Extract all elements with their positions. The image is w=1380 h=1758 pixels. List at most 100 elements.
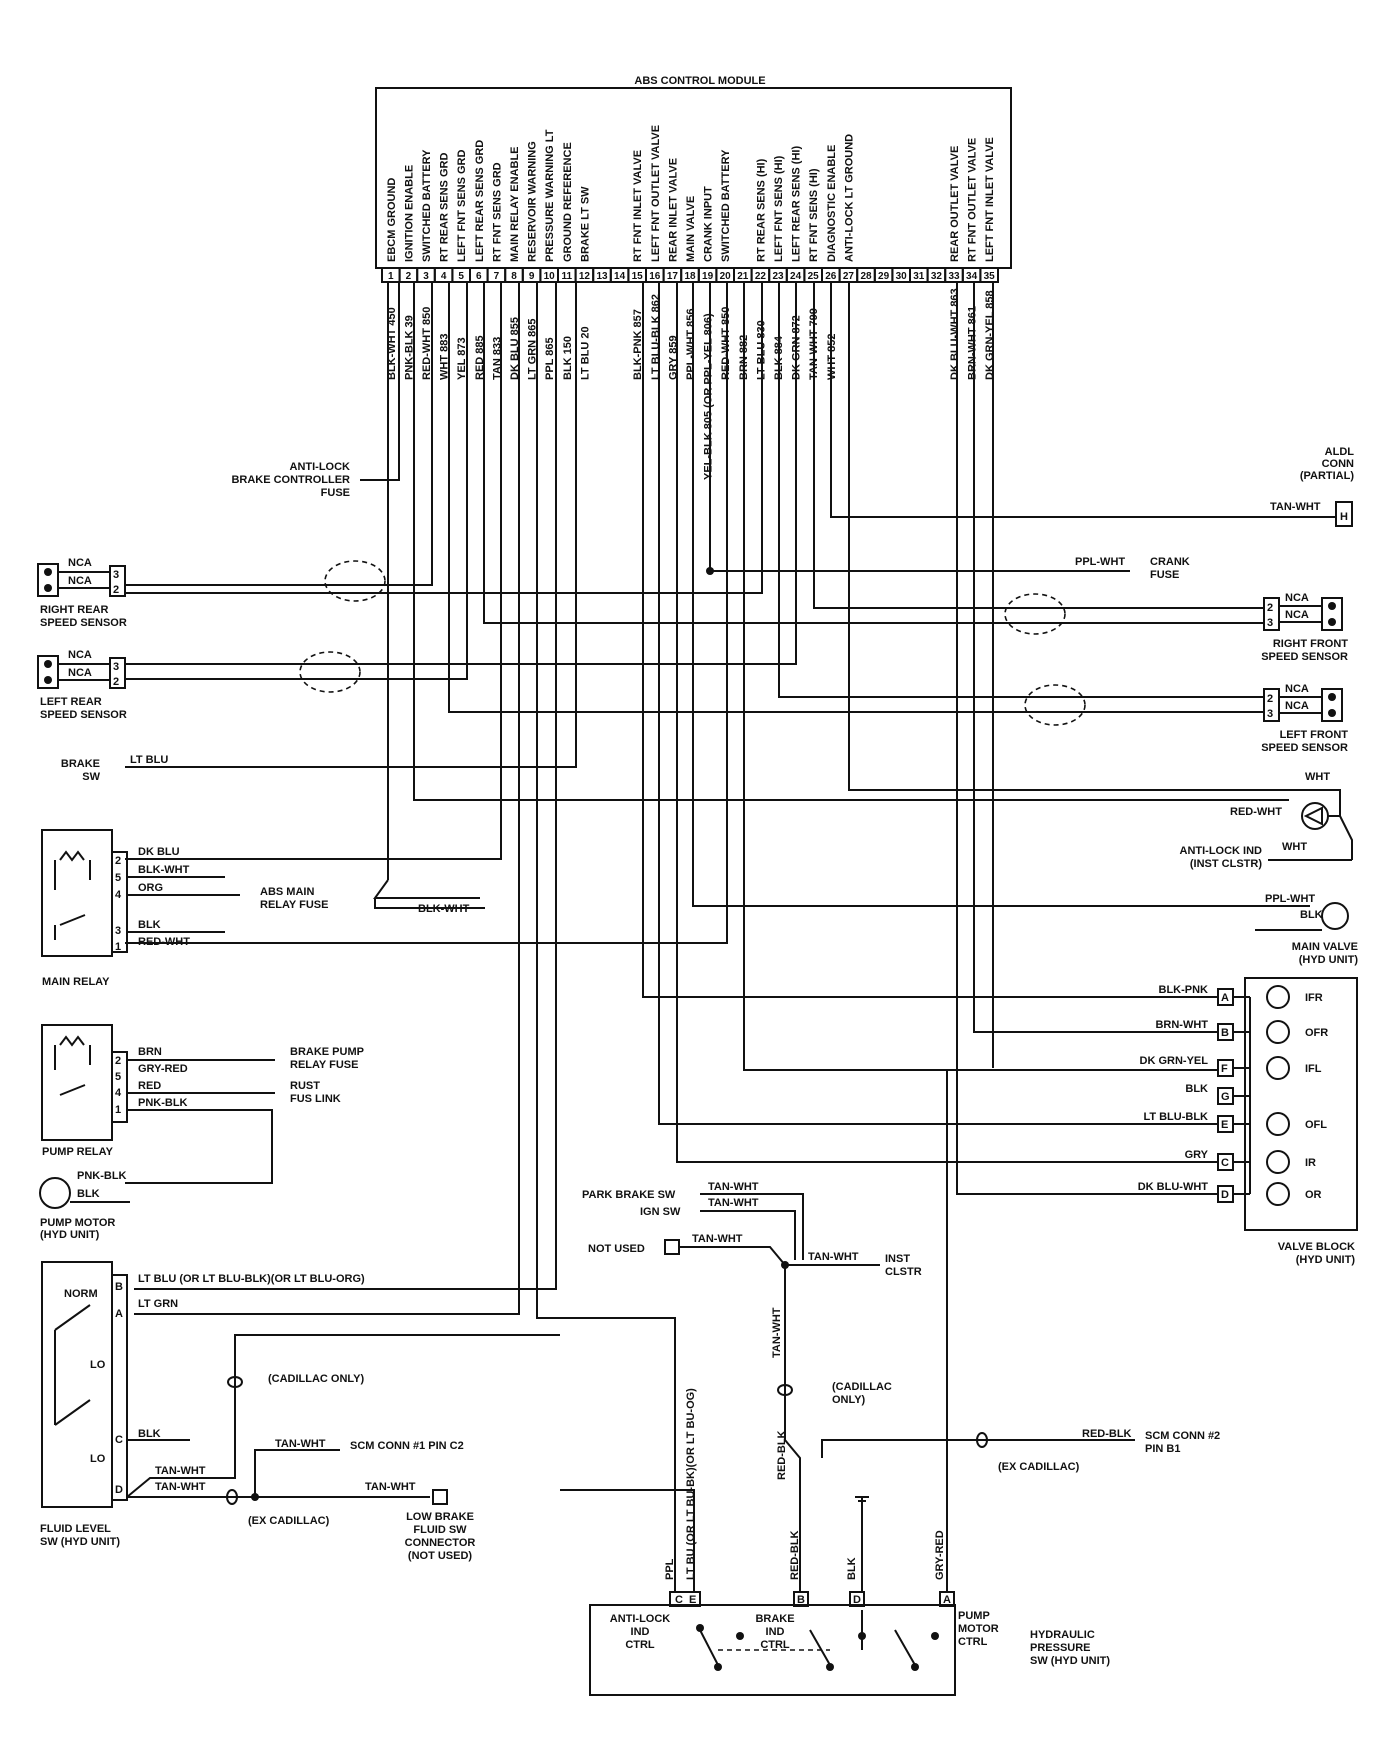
- scm1: SCM CONN #1 PIN C2: [350, 1440, 464, 1452]
- mr-red-wht: RED-WHT: [138, 936, 190, 948]
- s20-text: SCM CONN #2: [1145, 1430, 1220, 1442]
- mr-blk-wht: BLK-WHT: [138, 864, 190, 876]
- svg-text:C: C: [115, 1434, 123, 1446]
- svg-text:2: 2: [115, 1055, 121, 1067]
- af2-text: FUSE: [321, 487, 350, 499]
- hp1-text: PRESSURE: [1030, 1642, 1091, 1654]
- rf-nca2: NCA: [1285, 609, 1309, 621]
- module-title: ABS CONTROL MODULE: [634, 75, 765, 87]
- pin-function-label: EBCM GROUND: [386, 178, 398, 262]
- pin-wire-label: RED 885: [474, 335, 486, 380]
- pin-wire-label: PPL-WHT 856: [685, 308, 697, 380]
- right-rear-speed-sensor: 32 NCA NCA RIGHT REAR SPEED SENSOR: [37, 557, 386, 629]
- ic0-text: INST: [885, 1253, 910, 1265]
- pin-function-label: GROUND REFERENCE: [562, 142, 574, 262]
- svg-text:2: 2: [115, 855, 121, 867]
- pin-function-label: REAR INLET VALVE: [667, 158, 679, 262]
- fl-ex-cad: (EX CADILLAC): [248, 1515, 330, 1527]
- valve-block-pin-letter: G: [1221, 1091, 1230, 1103]
- svg-text:1: 1: [115, 1104, 121, 1116]
- fl0-text: FLUID LEVEL: [40, 1523, 111, 1535]
- pin-wire-label: LT BLU 20: [579, 326, 591, 380]
- pin-function-label: MAIN RELAY ENABLE: [509, 146, 521, 262]
- module-pin-35: [979, 267, 1000, 283]
- pin-number: 16: [649, 271, 661, 282]
- co1-text: ONLY): [832, 1394, 866, 1406]
- valve-coil-label: OFL: [1305, 1119, 1327, 1131]
- main-relay-label: MAIN RELAY: [42, 976, 110, 988]
- valve-block-wire: DK GRN-YEL: [1140, 1055, 1209, 1067]
- pin-number: 35: [984, 271, 996, 282]
- pc1-text: MOTOR: [958, 1623, 999, 1635]
- pin-number: 7: [494, 271, 500, 282]
- svg-text:3: 3: [1267, 708, 1273, 720]
- pin-number: 24: [790, 271, 802, 282]
- pr-brn: BRN: [138, 1046, 162, 1058]
- valve-block-wire: BRN-WHT: [1155, 1019, 1208, 1031]
- svg-text:3: 3: [113, 661, 119, 673]
- pin-number: 15: [632, 271, 644, 282]
- pin-number: 8: [511, 271, 517, 282]
- pin-number: 23: [772, 271, 784, 282]
- pin-function-label: RT REAR SENS (HI): [755, 158, 767, 262]
- ind-wht2: WHT: [1282, 841, 1307, 853]
- main-valve: PPL-WHT BLK MAIN VALVE (HYD UNIT): [1255, 893, 1358, 966]
- fl-blk: BLK: [138, 1428, 161, 1440]
- bpf0-text: BRAKE PUMP: [290, 1046, 364, 1058]
- pin-function-label: ANTI-LOCK LT GROUND: [843, 134, 855, 262]
- pin-number: 26: [825, 271, 837, 282]
- vbl0-text: VALVE BLOCK: [1278, 1241, 1355, 1253]
- right-front-speed-sensor: 23 NCA NCA RIGHT FRONT SPEED SENSOR: [1004, 592, 1348, 663]
- pin-function-label: RT FNT SENS GRD: [491, 162, 503, 262]
- ind-red-wht: RED-WHT: [1230, 806, 1282, 818]
- pump-relay-label: PUMP RELAY: [42, 1146, 114, 1158]
- valve-block-pin-letter: D: [1221, 1189, 1229, 1201]
- rf-label-text: RIGHT FRONT: [1273, 638, 1348, 650]
- svg-text:2: 2: [113, 584, 119, 596]
- valve-coil-icon: [1266, 1056, 1290, 1080]
- bs1-text: SW: [82, 771, 100, 783]
- pin-function-label: RESERVOIR WARNING: [527, 141, 539, 262]
- ai0-text: ANTI-LOCK IND: [1180, 845, 1263, 857]
- ac0-text: ANTI-LOCK: [610, 1613, 671, 1625]
- valve-coil-icon: [1266, 1182, 1290, 1206]
- pin-number: 28: [860, 271, 872, 282]
- pin-number: 21: [737, 271, 749, 282]
- pc0-text: PUMP: [958, 1610, 990, 1622]
- hp-red-blk: RED-BLK: [789, 1530, 801, 1580]
- al1-text: CONN: [1322, 458, 1354, 470]
- lb2-text: CONNECTOR: [405, 1537, 476, 1549]
- rr-nca1: NCA: [68, 557, 92, 569]
- fl-tan2: TAN-WHT: [155, 1481, 206, 1493]
- pin-number: 5: [458, 271, 464, 282]
- svg-text:D: D: [853, 1594, 861, 1606]
- rf1-text: FUS LINK: [290, 1093, 341, 1105]
- pin-function-label: REAR OUTLET VALVE: [949, 146, 961, 262]
- pin-number: 18: [684, 271, 696, 282]
- pin-number: 29: [878, 271, 890, 282]
- tan-wht-vert: TAN-WHT: [771, 1307, 783, 1358]
- pin-wire-label: BLK 150: [562, 336, 574, 380]
- lb0-text: LOW BRAKE: [406, 1511, 474, 1523]
- valve-block-wire: BLK-PNK: [1159, 984, 1209, 996]
- pin-wire-label: PPL 865: [544, 337, 556, 380]
- pin-number: 25: [808, 271, 820, 282]
- valve-coil-label: IFR: [1305, 992, 1323, 1004]
- valve-coil-icon: [1266, 1150, 1290, 1174]
- pin-number: 13: [596, 271, 608, 282]
- hp-gry-red: GRY-RED: [934, 1530, 946, 1580]
- valve-coil-label: OFR: [1305, 1027, 1328, 1039]
- ac2-text: CTRL: [625, 1639, 655, 1651]
- pin-function-label: SWITCHED BATTERY: [720, 149, 732, 262]
- ign-sw: IGN SW: [640, 1206, 681, 1218]
- hp-blk: BLK: [846, 1557, 858, 1580]
- valve-block-wire: DK BLU-WHT: [1138, 1181, 1209, 1193]
- valve-coil-label: IR: [1305, 1157, 1316, 1169]
- svg-text:2: 2: [1267, 602, 1273, 614]
- ai1-text: (INST CLSTR): [1190, 858, 1262, 870]
- ic-tan: TAN-WHT: [808, 1251, 859, 1263]
- pump-motor: PNK-BLK BLK PUMP MOTOR (HYD UNIT): [39, 1170, 130, 1241]
- svg-text:B: B: [797, 1594, 805, 1606]
- pin-function-label: PRESSURE WARNING LT: [544, 129, 556, 262]
- brake-switch: BRAKE SW LT BLU: [61, 754, 168, 783]
